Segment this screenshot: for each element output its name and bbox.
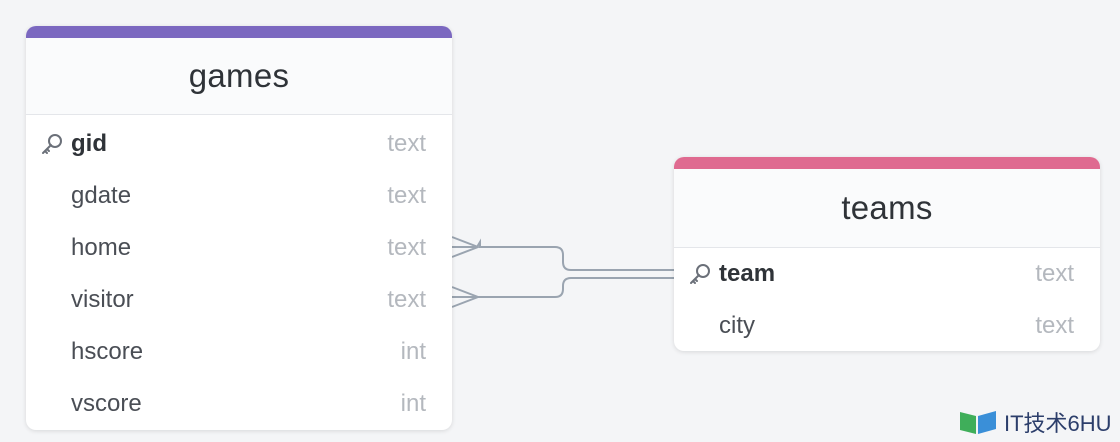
table-accent-bar bbox=[26, 26, 452, 38]
column-row-visitor[interactable]: visitor text bbox=[26, 274, 452, 326]
column-name: city bbox=[719, 312, 755, 339]
relationship-visitor-team[interactable] bbox=[451, 277, 674, 308]
column-type: text bbox=[387, 286, 426, 313]
column-type: text bbox=[387, 234, 426, 261]
column-list: team text city text bbox=[674, 248, 1100, 351]
column-row-vscore[interactable]: vscore int bbox=[26, 378, 452, 430]
column-name: team bbox=[719, 260, 776, 287]
column-type: text bbox=[1035, 312, 1074, 339]
column-row-city[interactable]: city text bbox=[674, 300, 1100, 351]
table-games[interactable]: games gid text gdate text home text visi… bbox=[26, 26, 452, 430]
relationship-home-team[interactable] bbox=[451, 236, 674, 271]
table-accent-bar bbox=[674, 157, 1100, 169]
column-row-team[interactable]: team text bbox=[674, 248, 1100, 300]
column-name: visitor bbox=[71, 286, 134, 313]
column-row-home[interactable]: home text bbox=[26, 222, 452, 274]
column-list: gid text gdate text home text visitor te… bbox=[26, 115, 452, 430]
table-teams[interactable]: teams team text city text bbox=[674, 157, 1100, 351]
column-type: text bbox=[387, 182, 426, 209]
table-title: games bbox=[26, 38, 452, 115]
book-logo-icon bbox=[960, 411, 996, 434]
watermark: IT技术6HU bbox=[958, 406, 1112, 438]
column-name: hscore bbox=[71, 338, 144, 365]
key-icon bbox=[690, 264, 710, 284]
column-name: home bbox=[71, 234, 132, 261]
table-title: teams bbox=[674, 169, 1100, 248]
column-row-gid[interactable]: gid text bbox=[26, 118, 452, 170]
column-type: int bbox=[400, 390, 426, 417]
column-type: int bbox=[400, 338, 426, 365]
watermark-text: IT技术6HU bbox=[1004, 411, 1112, 436]
column-type: text bbox=[1035, 260, 1074, 287]
column-name: vscore bbox=[71, 390, 142, 417]
column-name: gid bbox=[71, 130, 107, 157]
key-icon bbox=[42, 134, 62, 154]
column-row-hscore[interactable]: hscore int bbox=[26, 326, 452, 378]
column-row-gdate[interactable]: gdate text bbox=[26, 170, 452, 222]
column-type: text bbox=[387, 130, 426, 157]
column-name: gdate bbox=[71, 182, 132, 209]
